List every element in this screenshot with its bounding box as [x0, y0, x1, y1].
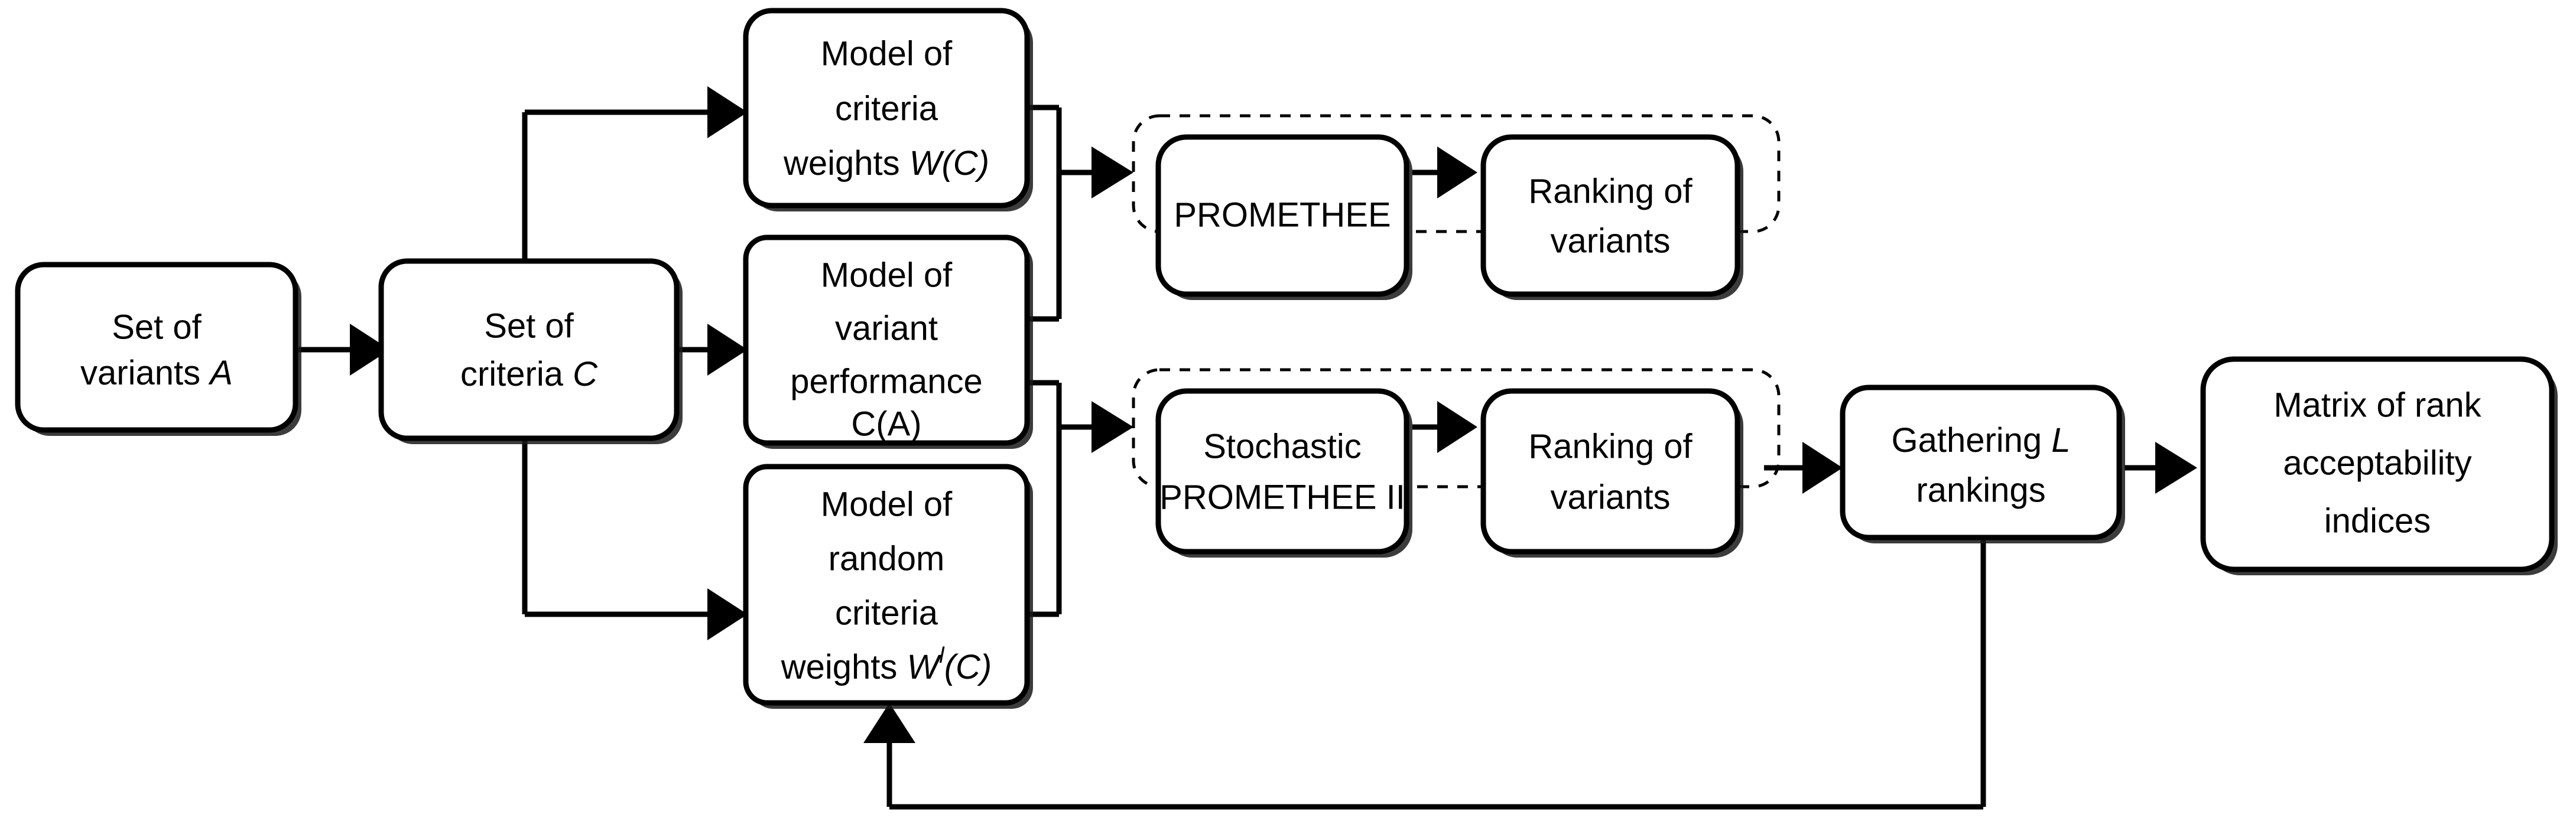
model-criteria-weights-line1: Model of	[821, 34, 953, 73]
model-variant-performance-line1: Model of	[821, 256, 953, 294]
group-deterministic-promethee	[1132, 114, 1781, 233]
model-random-criteria-weights-line3: criteria	[835, 594, 938, 632]
node-set-of-variants[interactable]: Set of variants A	[15, 262, 301, 436]
connector-merge-to-stochastic	[1027, 380, 1133, 617]
ranking-variants-bottom-line2: variants	[1550, 478, 1670, 516]
set-of-criteria-line2: criteria C	[460, 355, 598, 393]
gathering-rankings-line1: Gathering L	[1891, 421, 2070, 460]
set-of-variants-line2: variants A	[80, 354, 233, 392]
connector-merge-to-promethee	[1027, 105, 1133, 322]
connector-ranking-to-gathering	[1764, 442, 1843, 494]
connector-stochastic-to-ranking-bottom	[1412, 401, 1477, 453]
matrix-rank-line1: Matrix of rank	[2273, 386, 2481, 424]
node-model-random-criteria-weights[interactable]: Model of random criteria weights Wl(C)	[743, 464, 1033, 709]
connector-promethee-to-ranking-top	[1412, 146, 1477, 198]
model-criteria-weights-line3: weights W(C)	[783, 144, 989, 183]
model-random-criteria-weights-line1: Model of	[821, 485, 953, 523]
model-criteria-weights-line2: criteria	[835, 89, 938, 128]
node-gathering-rankings[interactable]: Gathering L rankings	[1840, 385, 2125, 543]
stochastic-promethee-line2: PROMETHEE II	[1159, 478, 1405, 516]
set-of-criteria-line1: Set of	[484, 307, 574, 345]
matrix-rank-line3: indices	[2324, 501, 2431, 540]
model-variant-performance-line4: C(A)	[851, 405, 921, 443]
set-of-variants-line1: Set of	[112, 308, 202, 346]
node-set-of-criteria[interactable]: Set of criteria C	[378, 258, 683, 444]
group-stochastic-promethee	[1132, 368, 1781, 488]
node-matrix-rank-acceptability[interactable]: Matrix of rank acceptability indices	[2200, 356, 2558, 575]
matrix-rank-line2: acceptability	[2283, 444, 2471, 482]
promethee-label: PROMETHEE	[1174, 196, 1391, 234]
node-model-variant-performance[interactable]: Model of variant performance C(A)	[743, 234, 1033, 449]
node-ranking-variants-bottom[interactable]: Ranking of variants	[1480, 388, 1743, 558]
node-promethee[interactable]: PROMETHEE	[1155, 134, 1412, 300]
node-stochastic-promethee-ii[interactable]: Stochastic PROMETHEE II	[1155, 388, 1412, 558]
ranking-variants-bottom-line1: Ranking of	[1528, 427, 1693, 465]
gathering-rankings-line2: rankings	[1916, 471, 2045, 509]
connector-feedback-loop	[863, 537, 1986, 810]
connector-variants-to-criteria	[298, 324, 390, 376]
model-random-criteria-weights-line4: weights Wl(C)	[781, 643, 992, 686]
node-model-criteria-weights[interactable]: Model of criteria weights W(C)	[743, 8, 1033, 211]
stochastic-promethee-line1: Stochastic	[1203, 427, 1362, 465]
model-variant-performance-line2: variant	[835, 309, 938, 347]
ranking-variants-top-line2: variants	[1550, 221, 1670, 260]
node-ranking-variants-top[interactable]: Ranking of variants	[1480, 134, 1743, 300]
ranking-variants-top-line1: Ranking of	[1528, 172, 1693, 210]
connector-gathering-to-matrix	[2125, 442, 2197, 494]
model-random-criteria-weights-line2: random	[829, 539, 945, 578]
model-variant-performance-line3: performance	[790, 362, 983, 400]
